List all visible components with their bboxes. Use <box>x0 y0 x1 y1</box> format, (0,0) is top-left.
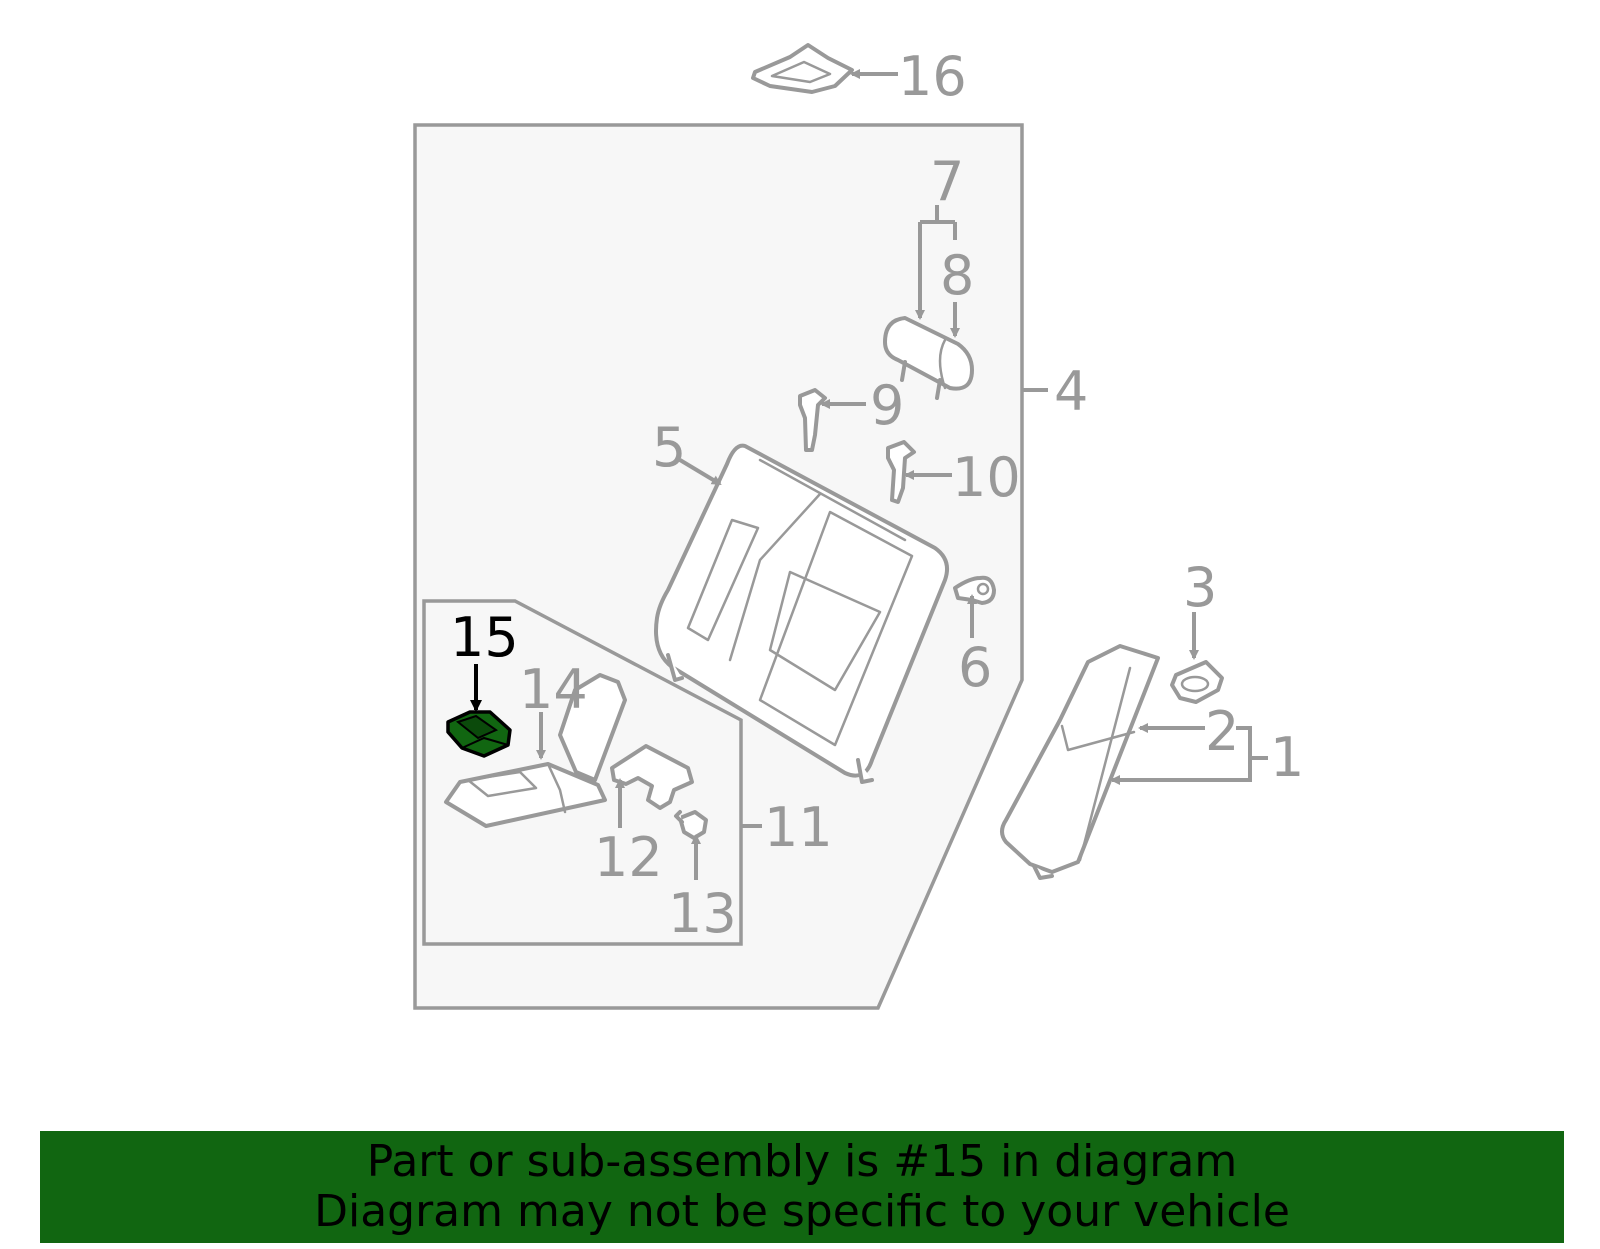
callout-2: 2 <box>1205 700 1239 763</box>
callout-1: 1 <box>1270 726 1304 789</box>
headrest-part-7 <box>883 316 974 400</box>
armrest-part-14 <box>444 673 627 828</box>
callout-5: 5 <box>652 416 686 479</box>
banner-line-2: Diagram may not be specific to your vehi… <box>314 1186 1290 1237</box>
callout-4: 4 <box>1054 360 1088 423</box>
hook-part-6 <box>953 575 996 605</box>
guide-part-10 <box>886 440 916 504</box>
callout-16: 16 <box>898 45 967 108</box>
callout-7: 7 <box>930 150 964 213</box>
callout-13: 13 <box>668 882 737 945</box>
callout-15: 15 <box>450 606 519 669</box>
callout-11: 11 <box>764 796 833 859</box>
bracket-1-2 <box>1236 726 1268 782</box>
callout-8: 8 <box>940 244 974 307</box>
callout-9: 9 <box>870 374 904 437</box>
bolt-part-13 <box>674 810 708 840</box>
callout-10: 10 <box>952 446 1021 509</box>
seat-back-part-5 <box>654 443 949 784</box>
cup-holder-part-15 <box>446 710 512 758</box>
grommet-part-3 <box>1170 660 1224 704</box>
info-banner: Part or sub-assembly is #15 in diagram D… <box>40 1131 1564 1243</box>
bracket-part-12 <box>610 744 694 810</box>
callout-14: 14 <box>519 658 588 721</box>
banner-line-1: Part or sub-assembly is #15 in diagram <box>366 1136 1238 1187</box>
guide-part-9 <box>798 388 827 452</box>
side-cushion-part-1 <box>1000 644 1160 880</box>
leader-5 <box>678 458 722 486</box>
callout-6: 6 <box>958 636 992 699</box>
callout-3: 3 <box>1183 556 1217 619</box>
clip-part-16 <box>751 43 854 94</box>
bracket-7-8 <box>918 205 957 316</box>
callout-12: 12 <box>594 826 663 889</box>
